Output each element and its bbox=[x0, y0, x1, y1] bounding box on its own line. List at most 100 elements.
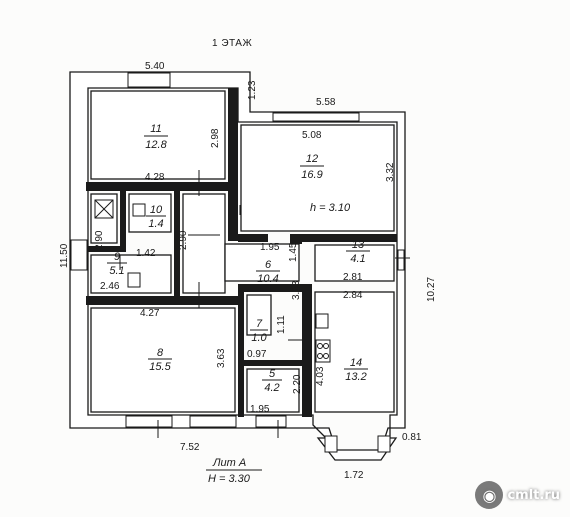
dim: 4.03 bbox=[315, 366, 326, 386]
svg-text:10: 10 bbox=[150, 204, 163, 216]
watermark-text: cmlt.ru bbox=[507, 487, 560, 503]
room-label-6: 6 10.4 bbox=[256, 259, 280, 285]
wall-mass bbox=[238, 234, 268, 242]
svg-text:6: 6 bbox=[265, 259, 272, 271]
dim: 2.81 bbox=[343, 272, 363, 283]
wall-mass bbox=[86, 182, 238, 191]
wall-mass bbox=[228, 88, 238, 241]
svg-text:4.2: 4.2 bbox=[264, 382, 279, 394]
window bbox=[125, 415, 173, 428]
dim: 2.46 bbox=[100, 281, 120, 292]
window bbox=[377, 435, 391, 453]
dim: 2.20 bbox=[292, 374, 303, 394]
svg-text:10.4: 10.4 bbox=[257, 273, 278, 285]
svg-text:9: 9 bbox=[114, 251, 120, 263]
svg-text:8: 8 bbox=[157, 347, 164, 359]
room-10 bbox=[128, 193, 172, 233]
svg-text:15.5: 15.5 bbox=[149, 361, 171, 373]
svg-text:13: 13 bbox=[352, 239, 365, 251]
dim: 1.72 bbox=[344, 470, 364, 481]
svg-text:13.2: 13.2 bbox=[345, 371, 366, 383]
window bbox=[397, 249, 405, 271]
svg-text:12: 12 bbox=[306, 153, 318, 165]
room-label-13: 13 4.1 bbox=[346, 239, 370, 265]
floor-title: 1 ЭТАЖ bbox=[212, 38, 252, 49]
watermark: ◉ cmlt.ru bbox=[475, 481, 560, 509]
dim: 1.95 bbox=[260, 242, 280, 253]
svg-text:12.8: 12.8 bbox=[145, 139, 167, 151]
room-label-5: 5 4.2 bbox=[262, 368, 282, 394]
room-12 bbox=[240, 124, 395, 232]
room-8 bbox=[90, 307, 236, 413]
room-7 bbox=[246, 294, 272, 336]
room-label-7: 7 1.0 bbox=[250, 318, 268, 344]
room-5 bbox=[246, 368, 300, 413]
svg-text:4.1: 4.1 bbox=[350, 253, 365, 265]
wall-mass bbox=[302, 234, 397, 242]
lit-height: Н = 3.30 bbox=[208, 473, 251, 485]
svg-text:1.0: 1.0 bbox=[251, 332, 267, 344]
wall-mass bbox=[120, 191, 126, 246]
wall-mass bbox=[238, 284, 310, 292]
dim: 1.11 bbox=[276, 315, 287, 334]
wall-mass bbox=[238, 292, 244, 417]
svg-text:14: 14 bbox=[350, 357, 362, 369]
ceiling-height: h = 3.10 bbox=[310, 202, 351, 214]
dim: 0.81 bbox=[402, 432, 422, 443]
dim: 5.08 bbox=[302, 130, 322, 141]
dim: 0.97 bbox=[247, 349, 267, 360]
svg-text:5: 5 bbox=[269, 368, 276, 380]
room-6 bbox=[182, 193, 226, 294]
room-label-11: 11 12.8 bbox=[144, 123, 168, 151]
wall-mass bbox=[290, 234, 302, 244]
dim: 5.58 bbox=[316, 97, 336, 108]
window bbox=[70, 239, 88, 271]
svg-text:7: 7 bbox=[256, 318, 263, 330]
room-6-main bbox=[224, 243, 300, 282]
room-label-8: 8 15.5 bbox=[148, 347, 172, 373]
dim: 4.27 bbox=[140, 308, 160, 319]
dim: 2.98 bbox=[210, 128, 221, 148]
stove bbox=[315, 339, 331, 363]
wall-mass bbox=[88, 246, 126, 252]
dim: 1.45 bbox=[288, 242, 299, 262]
dim: 7.52 bbox=[180, 442, 200, 453]
window bbox=[324, 435, 338, 453]
svg-text:1.4: 1.4 bbox=[148, 218, 163, 230]
lit-label: Лит А bbox=[212, 457, 246, 469]
counter bbox=[315, 313, 329, 329]
svg-text:5.1: 5.1 bbox=[109, 265, 124, 277]
dim: 1.42 bbox=[136, 248, 156, 259]
room-label-12: 12 16.9 bbox=[300, 153, 324, 181]
wall-mass bbox=[302, 284, 312, 417]
wall-mass bbox=[86, 296, 238, 305]
dim: 11.50 bbox=[59, 243, 70, 268]
dim: 2.90 bbox=[94, 230, 105, 250]
sink bbox=[127, 272, 141, 288]
dim: 2.84 bbox=[343, 290, 363, 301]
window bbox=[272, 112, 360, 122]
svg-text:16.9: 16.9 bbox=[301, 169, 322, 181]
dim: 5.40 bbox=[145, 61, 165, 72]
room-label-10: 10 1.4 bbox=[146, 204, 166, 230]
room-label-14: 14 13.2 bbox=[344, 357, 368, 383]
dim: 2.90 bbox=[178, 230, 189, 250]
window bbox=[255, 415, 287, 428]
dim: 4.28 bbox=[145, 172, 165, 183]
dim: 3.23 bbox=[291, 280, 302, 300]
wall-mass bbox=[174, 191, 180, 296]
svg-text:11: 11 bbox=[150, 123, 161, 135]
toilet bbox=[132, 203, 146, 217]
dim: 1.23 bbox=[247, 80, 258, 100]
dim: 1.95 bbox=[250, 404, 270, 415]
room-label-9: 9 5.1 bbox=[107, 251, 127, 277]
dim: 10.27 bbox=[426, 277, 437, 302]
wall-mass bbox=[244, 360, 302, 366]
window bbox=[127, 72, 171, 88]
room-11 bbox=[90, 90, 226, 180]
dim: 3.32 bbox=[385, 162, 396, 182]
camera-icon: ◉ bbox=[475, 481, 504, 509]
window bbox=[189, 415, 237, 428]
dim: 3.63 bbox=[216, 348, 227, 368]
